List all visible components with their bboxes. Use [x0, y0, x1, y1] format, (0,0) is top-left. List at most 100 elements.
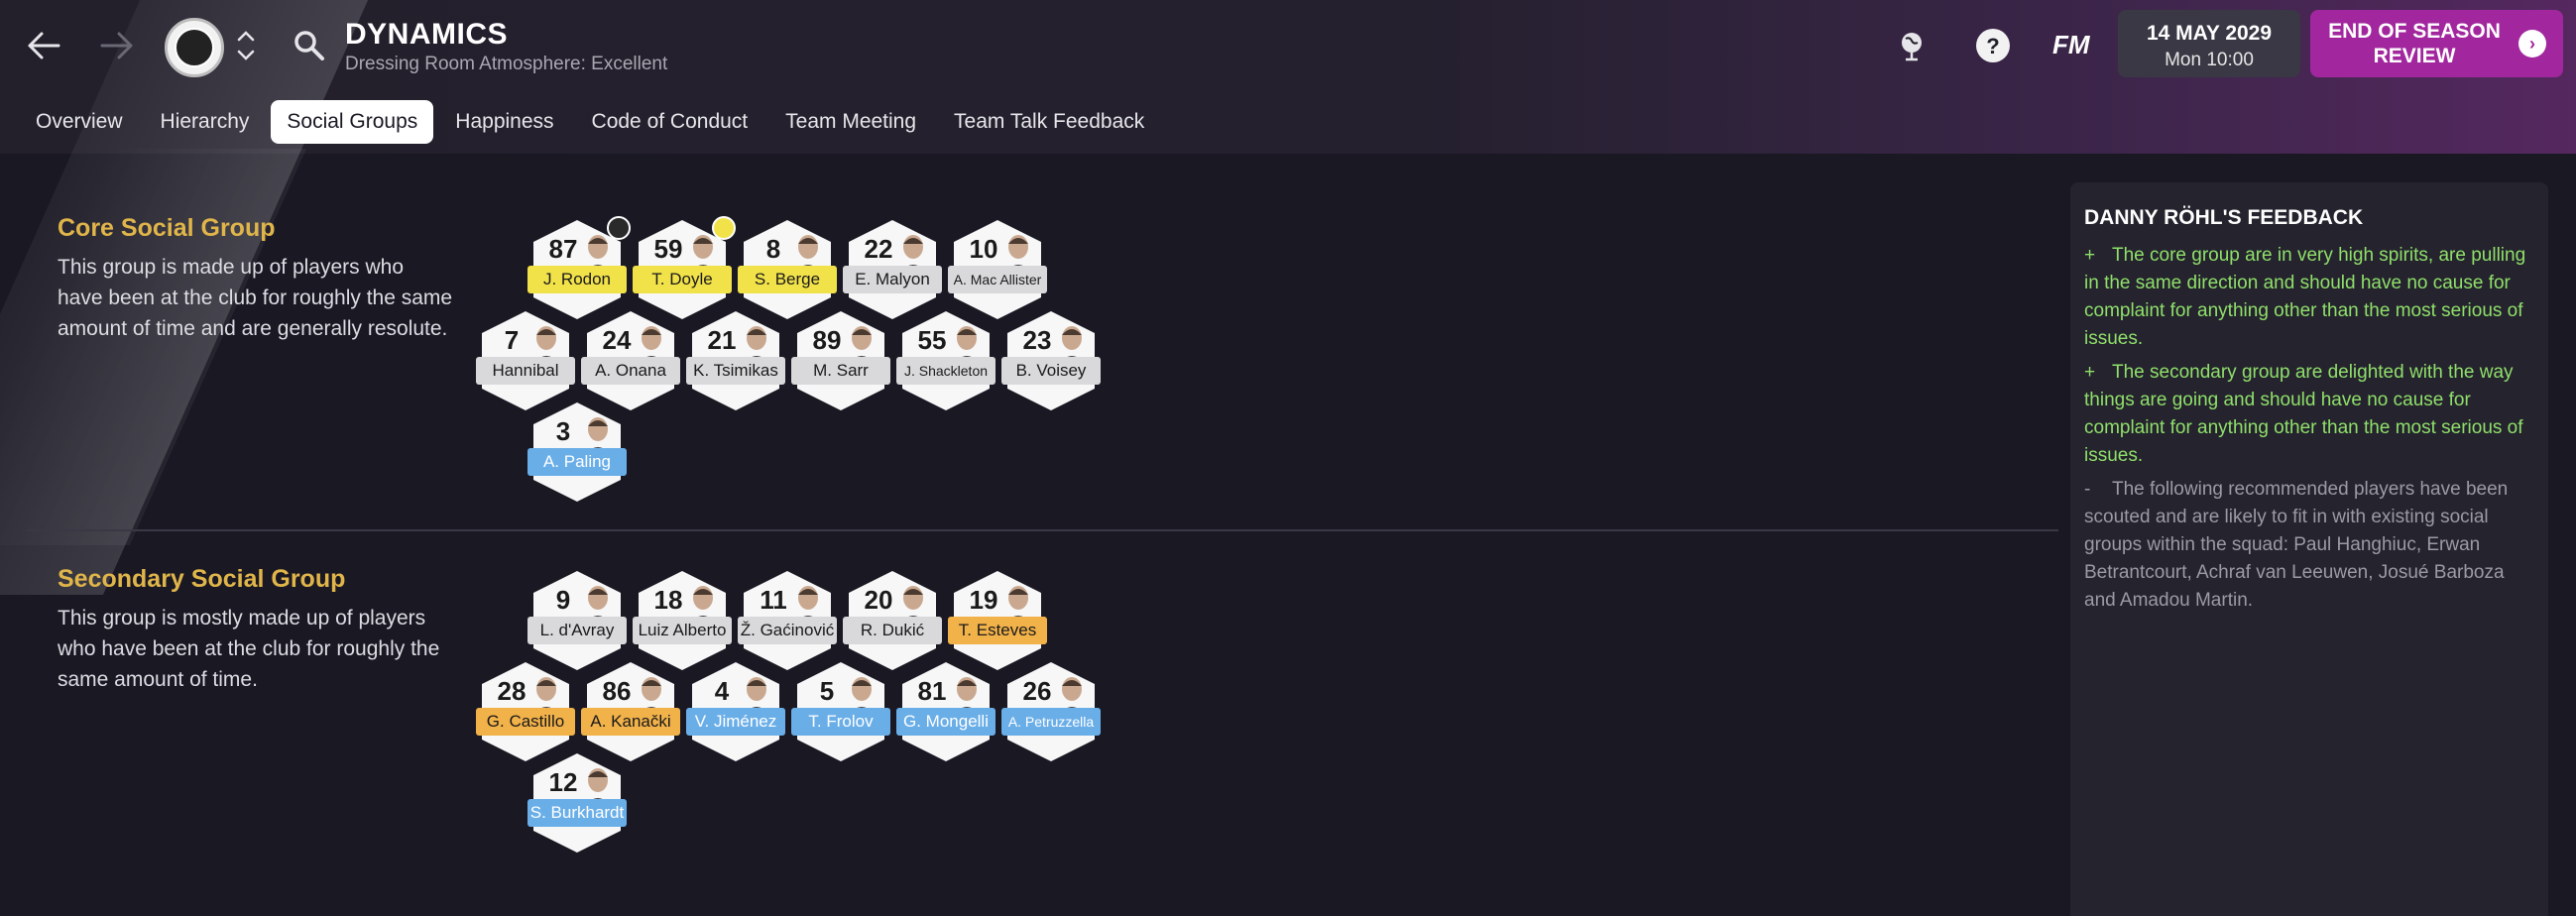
feedback-text: The core group are in very high spirits,…: [2084, 245, 2526, 349]
svg-text:?: ?: [1986, 34, 1999, 58]
squad-number: 19: [969, 585, 998, 615]
squad-number: 23: [1022, 325, 1052, 355]
tab-happiness[interactable]: Happiness: [455, 110, 554, 133]
feedback-marker: +: [2084, 362, 2096, 383]
tab-team-talk-feedback[interactable]: Team Talk Feedback: [954, 110, 1145, 133]
arrow-right-icon: ›: [2518, 30, 2546, 57]
player-name: T. Esteves: [948, 617, 1047, 644]
player-name: M. Sarr: [791, 357, 890, 385]
player-name: J. Rodon: [527, 266, 627, 293]
back-arrow-icon[interactable]: [20, 22, 67, 69]
squad-number: 4: [714, 676, 730, 706]
player-name: A. Kanački: [581, 708, 680, 736]
game-date-button[interactable]: 14 MAY 2029 Mon 10:00: [2118, 10, 2300, 77]
forward-arrow-icon[interactable]: [93, 22, 141, 69]
search-icon[interactable]: [286, 22, 333, 69]
core-group-description: This group is made up of players who hav…: [58, 256, 453, 340]
tab-overview[interactable]: Overview: [36, 110, 123, 133]
tab-hierarchy[interactable]: Hierarchy: [160, 110, 250, 133]
tab-code-of-conduct[interactable]: Code of Conduct: [591, 110, 749, 133]
squad-number: 20: [864, 585, 893, 615]
player-name: K. Tsimikas: [686, 357, 785, 385]
squad-number: 26: [1022, 676, 1052, 706]
game-time: Mon 10:00: [2165, 50, 2254, 70]
fm-logo[interactable]: FM: [2052, 30, 2090, 59]
player-name: Ž. Gaćinović: [738, 617, 837, 644]
feedback-item: +The core group are in very high spirits…: [2084, 242, 2540, 353]
player-name: L. d'Avray: [527, 617, 627, 644]
squad-number: 5: [819, 676, 835, 706]
secondary-group-title: Secondary Social Group: [58, 565, 346, 593]
help-icon[interactable]: ?: [1971, 24, 2015, 67]
leadership-badge-icon: [607, 216, 631, 240]
tab-bar: Overview Hierarchy Social Groups Happine…: [20, 97, 1166, 147]
secondary-group-description: This group is mostly made up of players …: [58, 607, 440, 691]
end-of-season-review-button[interactable]: END OF SEASON REVIEW ›: [2310, 10, 2563, 77]
squad-number: 28: [497, 676, 527, 706]
player-name: A. Mac Allister: [948, 266, 1047, 293]
squad-number: 11: [760, 585, 787, 615]
squad-number: 24: [602, 325, 632, 355]
player-name: A. Onana: [581, 357, 680, 385]
feedback-panel: DANNY RÖHL'S FEEDBACK +The core group ar…: [2070, 182, 2548, 916]
squad-number: 3: [555, 416, 571, 446]
squad-number: 9: [555, 585, 571, 615]
squad-number: 89: [812, 325, 842, 355]
feedback-item: -The following recommended players have …: [2084, 476, 2540, 615]
globe-icon[interactable]: [1890, 24, 1933, 67]
tab-social-groups[interactable]: Social Groups: [271, 100, 434, 144]
core-group-title: Core Social Group: [58, 214, 276, 242]
squad-number: 59: [653, 234, 683, 264]
squad-number: 12: [548, 767, 578, 797]
player-name: T. Doyle: [633, 266, 732, 293]
squad-number: 81: [917, 676, 947, 706]
player-name: T. Frolov: [791, 708, 890, 736]
player-name: Luiz Alberto: [633, 617, 732, 644]
squad-number: 87: [548, 234, 578, 264]
leadership-badge-icon: [712, 216, 736, 240]
section-divider: [26, 529, 2058, 531]
player-name: A. Paling: [527, 448, 627, 476]
squad-number: 21: [707, 325, 737, 355]
up-down-chevron-icon[interactable]: [224, 22, 268, 69]
squad-number: 55: [917, 325, 947, 355]
squad-number: 86: [602, 676, 632, 706]
player-name: S. Berge: [738, 266, 837, 293]
tab-team-meeting[interactable]: Team Meeting: [785, 110, 917, 133]
player-name: G. Castillo: [476, 708, 575, 736]
game-date: 14 MAY 2029: [2146, 22, 2273, 45]
feedback-marker: -: [2084, 479, 2091, 500]
page-subtitle: Dressing Room Atmosphere: Excellent: [345, 54, 668, 74]
player-name: R. Dukić: [843, 617, 942, 644]
page-title: DYNAMICS: [345, 18, 509, 51]
club-badge[interactable]: [165, 18, 224, 77]
feedback-item: +The secondary group are delighted with …: [2084, 359, 2540, 470]
feedback-text: The secondary group are delighted with t…: [2084, 362, 2523, 466]
player-name: B. Voisey: [1001, 357, 1101, 385]
